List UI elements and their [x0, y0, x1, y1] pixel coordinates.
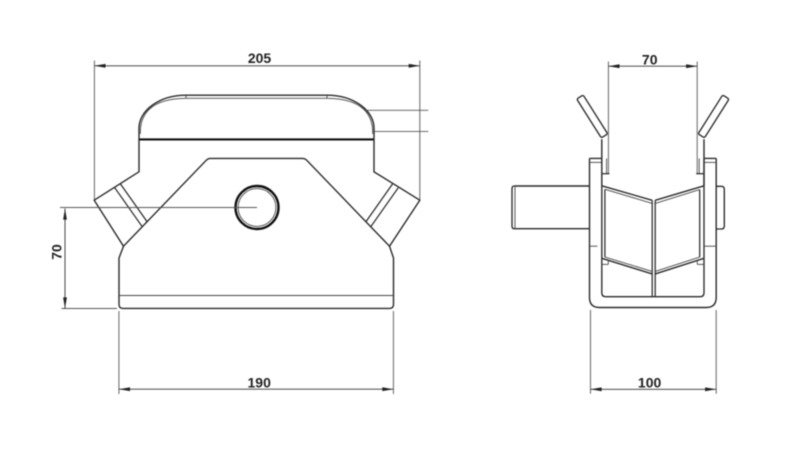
svg-text:190: 190 — [248, 375, 272, 391]
svg-text:100: 100 — [638, 375, 662, 391]
svg-text:70: 70 — [49, 244, 65, 260]
svg-text:205: 205 — [248, 50, 272, 66]
svg-text:70: 70 — [642, 51, 658, 67]
